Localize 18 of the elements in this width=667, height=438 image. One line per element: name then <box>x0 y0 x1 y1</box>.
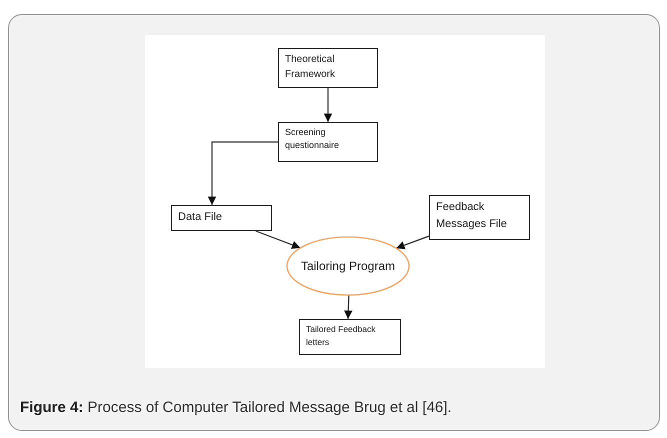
process-ellipse <box>287 237 409 295</box>
figure-caption: Figure 4: Process of Computer Tailored Message Brug et al [46]. <box>20 398 453 418</box>
node-label: Theoretical Framework <box>285 53 336 82</box>
node-label: Tailored Feedback letters <box>306 323 376 348</box>
node-label: Tailoring Program <box>300 258 396 274</box>
node-label: Data File <box>178 210 224 225</box>
arrow <box>208 141 278 205</box>
arrow <box>396 236 430 250</box>
process-box <box>429 195 530 240</box>
arrow <box>256 230 301 249</box>
process-box <box>278 122 378 162</box>
arrow <box>324 88 332 122</box>
process-box <box>171 205 272 231</box>
node-label: Screening questionnaire <box>285 126 340 152</box>
process-box <box>299 319 401 355</box>
node-label: Feedback Messages File <box>436 200 508 232</box>
process-box <box>278 48 378 88</box>
arrow <box>344 294 352 320</box>
